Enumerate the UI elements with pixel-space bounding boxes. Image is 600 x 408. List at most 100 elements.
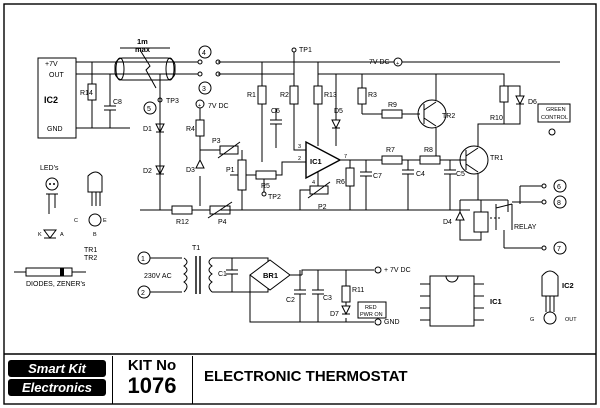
svg-text:5: 5 xyxy=(147,106,151,113)
label-r8: R8 xyxy=(424,147,433,154)
label-r5: R5 xyxy=(261,183,270,190)
label-p1: P1 xyxy=(226,167,235,174)
label-c5: C5 xyxy=(456,171,465,178)
relay-coil xyxy=(473,211,489,233)
schematic-frame xyxy=(3,3,597,405)
label-d5: D5 xyxy=(334,108,343,115)
svg-text:G: G xyxy=(530,317,534,323)
kit-number: 1076 xyxy=(127,373,177,398)
svg-text:OUT: OUT xyxy=(565,317,577,323)
label-r6: R6 xyxy=(336,179,345,186)
label-c4: C4 xyxy=(416,171,425,178)
connector-4 xyxy=(198,45,212,59)
gnd-label: GND xyxy=(384,319,400,326)
svg-text:4: 4 xyxy=(312,180,315,186)
ic1-dip-package xyxy=(429,275,475,327)
cable-break-mark xyxy=(139,49,157,89)
label-t1: T1 xyxy=(192,245,200,252)
svg-text:CONTROL: CONTROL xyxy=(541,115,568,121)
cable-length-2: max xyxy=(135,45,151,54)
svg-text:E: E xyxy=(103,218,107,224)
transformer-primary xyxy=(183,257,188,293)
label-r9: R9 xyxy=(388,102,397,109)
label-r1: R1 xyxy=(247,92,256,99)
opamp-ic1 xyxy=(305,140,342,180)
pot-p1 xyxy=(237,159,247,191)
resistor-r4 xyxy=(195,119,205,137)
ic2-package-label: IC2 xyxy=(562,281,574,290)
svg-text:A: A xyxy=(60,232,64,238)
ac-input-label: 230V AC xyxy=(144,273,172,280)
label-p2: P2 xyxy=(318,204,327,211)
resistor-r5 xyxy=(255,170,277,180)
supply-7v-psu: + 7V DC xyxy=(384,267,411,274)
transformer-secondary xyxy=(208,257,213,293)
label-p4: P4 xyxy=(218,219,227,226)
label-c8: C8 xyxy=(113,99,122,106)
legend-diodes: DIODES, ZENER's xyxy=(26,281,86,288)
label-c7: C7 xyxy=(373,173,382,180)
tp2-label: TP2 xyxy=(268,194,281,201)
svg-text:4: 4 xyxy=(202,50,206,57)
label-r12: R12 xyxy=(176,219,189,226)
label-d3: D3 xyxy=(186,167,195,174)
svg-text:2: 2 xyxy=(298,156,301,162)
bridge-br1 xyxy=(249,259,291,291)
title-block: Smart Kit Electronics KIT No 1076 ELECTR… xyxy=(4,356,596,404)
kit-label: KIT No xyxy=(127,357,177,374)
label-c6: C6 xyxy=(271,108,280,115)
connector-7 xyxy=(553,241,567,255)
tp3-label: TP3 xyxy=(166,98,179,105)
label-r14: R14 xyxy=(80,90,93,97)
svg-text:8: 8 xyxy=(557,200,561,207)
svg-text:7: 7 xyxy=(557,246,561,253)
label-r10: R10 xyxy=(490,115,503,122)
connector-3 xyxy=(198,81,212,95)
ic2-pin-out: OUT xyxy=(49,72,65,79)
svg-text:PWR ON: PWR ON xyxy=(360,312,383,318)
connector-6 xyxy=(553,179,567,193)
resistor-r1 xyxy=(257,85,267,105)
ic2-box-name: IC2 xyxy=(44,95,58,105)
label-c2: C2 xyxy=(286,297,295,304)
ic2-pin-gnd: GND xyxy=(47,126,63,133)
svg-text:GREEN: GREEN xyxy=(546,107,566,113)
svg-text:3: 3 xyxy=(202,86,206,93)
tp1-label: TP1 xyxy=(299,47,312,54)
green-control-tag xyxy=(537,103,571,123)
label-r13: R13 xyxy=(324,92,337,99)
connector-8 xyxy=(553,195,567,209)
svg-text:B: B xyxy=(93,232,97,238)
resistor-r14 xyxy=(87,83,97,101)
label-r4: R4 xyxy=(186,126,195,133)
svg-text:K: K xyxy=(38,232,42,238)
label-d6: D6 xyxy=(528,99,537,106)
label-r7: R7 xyxy=(386,147,395,154)
svg-text:+: + xyxy=(198,103,201,109)
relay-label: RELAY xyxy=(514,224,537,231)
svg-text:C: C xyxy=(74,218,78,224)
brand-line-1: Smart Kit xyxy=(8,360,106,377)
label-d7: D7 xyxy=(330,311,339,318)
resistor-r8 xyxy=(419,155,441,165)
label-tr1: TR1 xyxy=(490,155,503,162)
legend-tr2: TR2 xyxy=(84,255,97,262)
transistor-tr2 xyxy=(417,99,447,129)
resistor-r3 xyxy=(357,87,367,105)
svg-text:3: 3 xyxy=(298,144,301,150)
label-c3: C3 xyxy=(323,295,332,302)
resistor-r7 xyxy=(381,155,403,165)
legend-tr1: TR1 xyxy=(84,247,97,254)
label-d4: D4 xyxy=(443,219,452,226)
label-br1: BR1 xyxy=(263,271,278,280)
label-r3: R3 xyxy=(368,92,377,99)
svg-text:2: 2 xyxy=(141,290,145,297)
label-p3: P3 xyxy=(212,138,221,145)
resistor-r6 xyxy=(345,167,355,187)
supply-7v-top: 7V DC xyxy=(369,59,390,66)
supply-7v-left: 7V DC xyxy=(208,103,229,110)
legend-leds: LED's xyxy=(40,165,59,172)
resistor-r11 xyxy=(341,285,351,303)
label-c1: C1 xyxy=(218,271,227,278)
